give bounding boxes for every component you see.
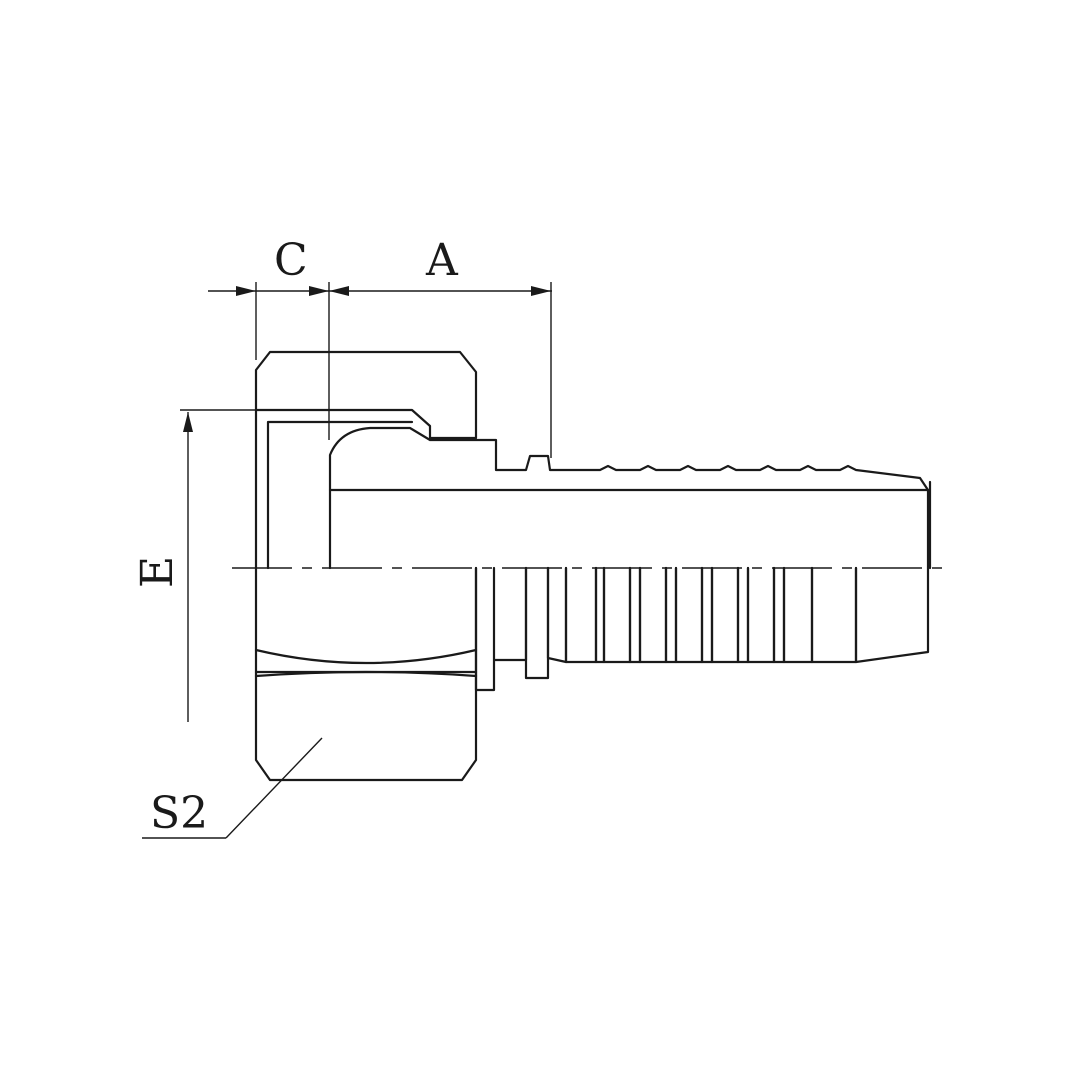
dimension-e bbox=[180, 409, 412, 722]
nut-section bbox=[254, 350, 478, 440]
nipple-bore bbox=[328, 480, 932, 570]
dimension-s2-label: S2 bbox=[150, 788, 208, 839]
dimension-a-label: A bbox=[425, 235, 459, 286]
nipple-collar bbox=[524, 566, 550, 680]
dimension-c-a bbox=[208, 282, 552, 458]
hex-nut-chamfer-top bbox=[254, 648, 478, 665]
dimension-e-label: E bbox=[132, 556, 183, 588]
nipple-section bbox=[328, 426, 930, 492]
dimension-c-label: C bbox=[274, 235, 308, 286]
nipple-shoulder bbox=[474, 566, 528, 692]
hex-nut-chamfer-bottom bbox=[254, 670, 478, 678]
nut-bore bbox=[254, 408, 414, 570]
dimension-s2-leader bbox=[142, 737, 323, 839]
hex-nut bbox=[254, 566, 478, 782]
nipple-barbs bbox=[546, 566, 930, 664]
